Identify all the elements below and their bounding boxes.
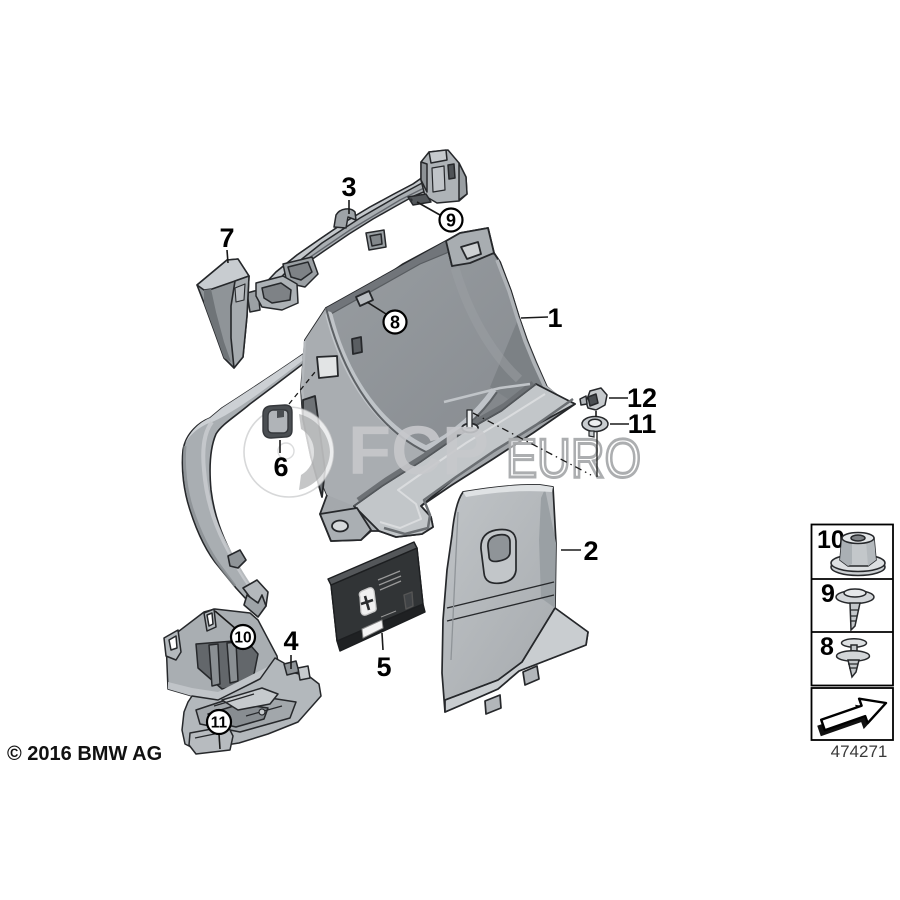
svg-text:6: 6 bbox=[273, 452, 288, 482]
svg-text:10: 10 bbox=[234, 630, 251, 647]
svg-text:9: 9 bbox=[446, 211, 456, 231]
svg-text:5: 5 bbox=[376, 652, 391, 682]
svg-text:8: 8 bbox=[390, 313, 400, 333]
svg-text:8: 8 bbox=[820, 633, 834, 661]
svg-text:11: 11 bbox=[628, 409, 657, 439]
svg-text:EURO: EURO bbox=[506, 427, 641, 489]
svg-text:3: 3 bbox=[341, 172, 356, 202]
svg-text:FCP: FCP bbox=[348, 412, 489, 489]
svg-text:11: 11 bbox=[211, 715, 228, 732]
svg-text:9: 9 bbox=[821, 580, 835, 608]
svg-text:474271: 474271 bbox=[831, 742, 888, 761]
svg-text:4: 4 bbox=[283, 626, 298, 656]
svg-text:10: 10 bbox=[817, 526, 845, 554]
svg-text:© 2016 BMW AG: © 2016 BMW AG bbox=[7, 743, 162, 765]
svg-text:2: 2 bbox=[583, 536, 598, 566]
svg-text:12: 12 bbox=[627, 383, 657, 413]
svg-text:7: 7 bbox=[219, 223, 234, 253]
svg-text:1: 1 bbox=[547, 303, 562, 333]
